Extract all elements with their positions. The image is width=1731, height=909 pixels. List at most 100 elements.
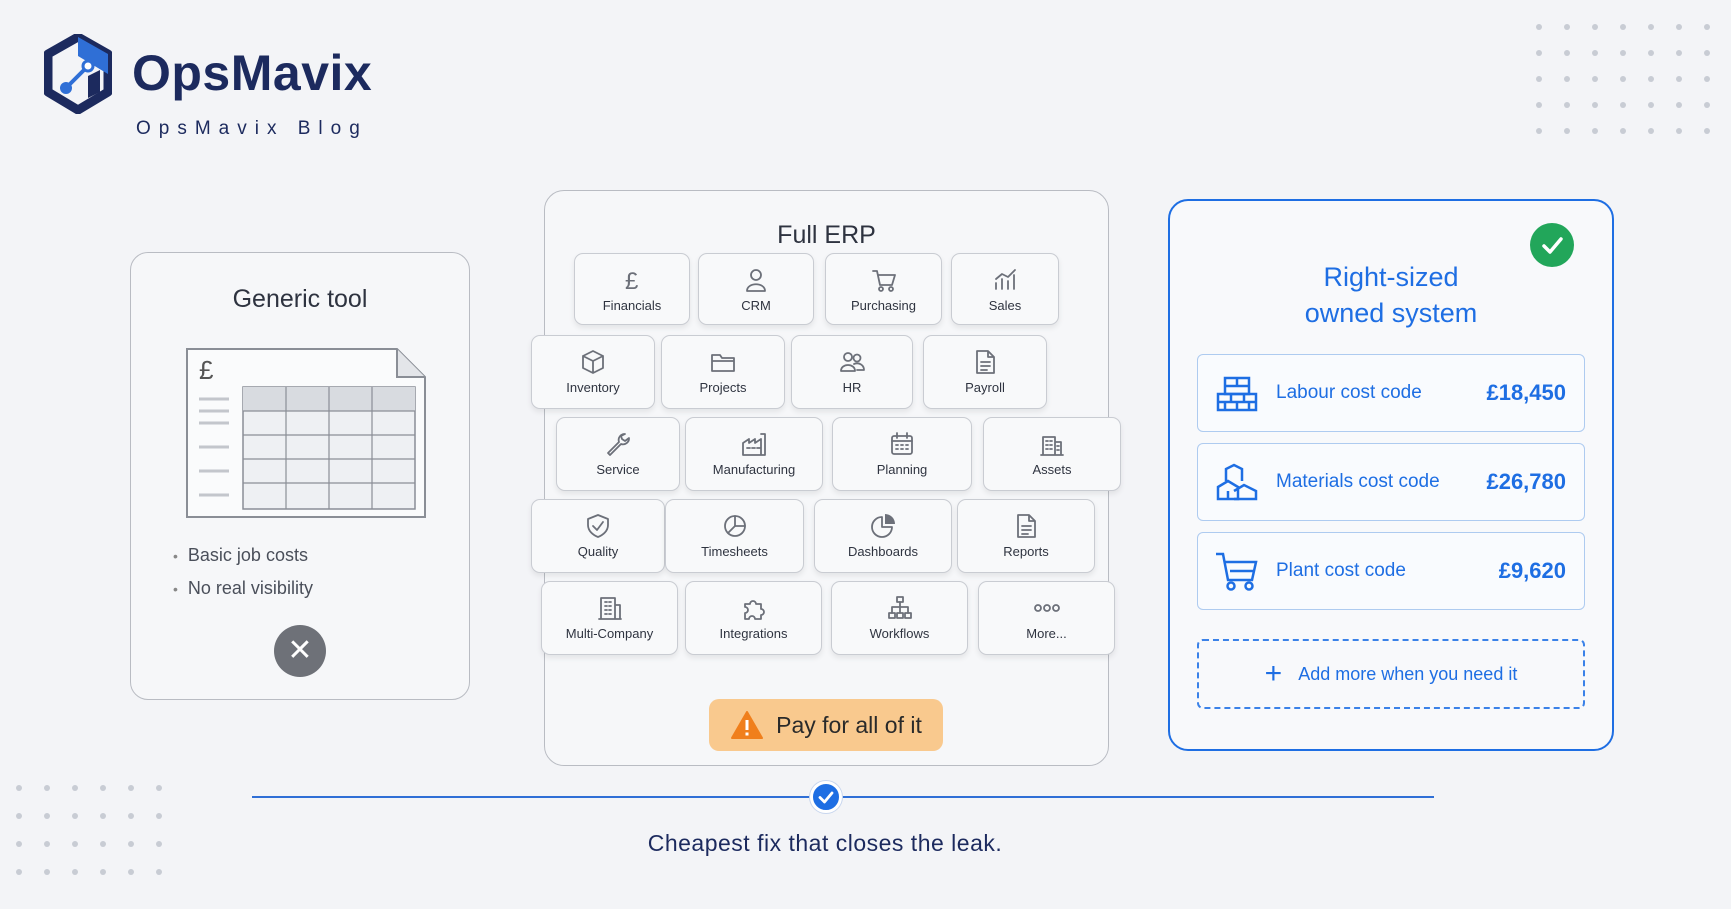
box-icon <box>579 348 607 376</box>
decorative-dot <box>1564 128 1570 134</box>
decorative-dot <box>1536 24 1542 30</box>
module-label: Assets <box>1032 462 1072 477</box>
decorative-dot <box>128 869 134 875</box>
module-label: Financials <box>602 298 662 313</box>
decorative-dot <box>1564 24 1570 30</box>
bullet-item: Basic job costs <box>173 545 313 566</box>
decorative-dot <box>1704 102 1710 108</box>
cost-row-materials: Materials cost code £26,780 <box>1197 443 1585 521</box>
ellipsis-icon <box>1033 594 1061 622</box>
decorative-dot <box>16 785 22 791</box>
decorative-dot <box>156 813 162 819</box>
trolley-icon <box>1216 552 1258 591</box>
decorative-dot <box>1704 128 1710 134</box>
decorative-dot <box>1536 128 1542 134</box>
bricks-icon <box>1216 376 1258 412</box>
decorative-dot <box>16 841 22 847</box>
decorative-dot <box>1564 76 1570 82</box>
decorative-dot <box>1592 128 1598 134</box>
brand: OpsMavix OpsMavix Blog <box>44 34 404 144</box>
decorative-dot <box>1648 128 1654 134</box>
module-tile-reports: Reports <box>957 499 1095 573</box>
decorative-dot <box>1536 102 1542 108</box>
warning-text: Pay for all of it <box>776 711 922 738</box>
decorative-dot <box>44 841 50 847</box>
module-tile-assets: Assets <box>983 417 1121 491</box>
decorative-dot <box>128 813 134 819</box>
decorative-dot <box>1592 24 1598 30</box>
bar-chart-icon <box>991 266 1019 294</box>
cart-icon <box>870 266 898 294</box>
decorative-dot <box>16 869 22 875</box>
module-label: Quality <box>577 544 619 559</box>
clock-pie-icon <box>721 512 749 540</box>
brand-name: OpsMavix <box>132 45 373 101</box>
decorative-dot <box>44 785 50 791</box>
add-more-label: Add more when you need it <box>1298 663 1518 684</box>
decorative-dot <box>100 813 106 819</box>
hierarchy-icon <box>886 594 914 622</box>
cost-row-labour: Labour cost code £18,450 <box>1197 354 1585 432</box>
module-label: Sales <box>988 298 1022 313</box>
hexagon-network-logo-icon <box>44 34 112 114</box>
decorative-dot <box>1648 102 1654 108</box>
shield-icon <box>584 512 612 540</box>
decorative-dot <box>1620 50 1626 56</box>
pound-icon: £ <box>618 266 646 294</box>
module-label: More... <box>1026 626 1067 641</box>
right-sized-title-line1: Right-sized <box>1323 262 1459 292</box>
cost-code-name: Materials cost code <box>1276 471 1440 492</box>
pay-for-all-warning: Pay for all of it <box>709 699 943 751</box>
module-tile-projects: Projects <box>661 335 785 409</box>
factory-icon <box>740 430 768 458</box>
svg-text:£: £ <box>625 268 638 293</box>
decorative-dot <box>16 813 22 819</box>
module-label: Workflows <box>869 626 930 641</box>
folder-icon <box>709 348 737 376</box>
decorative-dot <box>156 869 162 875</box>
office-icon <box>596 594 624 622</box>
decorative-dot <box>1620 24 1626 30</box>
report-icon <box>1012 512 1040 540</box>
decorative-dot <box>100 869 106 875</box>
person-icon <box>742 266 770 294</box>
module-tile-purchasing: Purchasing <box>825 253 942 325</box>
module-label: HR <box>842 380 862 395</box>
decorative-dot <box>44 869 50 875</box>
people-icon <box>838 348 866 376</box>
decorative-dot <box>72 813 78 819</box>
wrench-icon <box>604 430 632 458</box>
document-icon <box>971 348 999 376</box>
cost-code-amount: £18,450 <box>1486 380 1566 405</box>
plus-icon: + <box>1264 657 1283 690</box>
decorative-dots-top-right <box>1536 24 1710 134</box>
module-tile-quality: Quality <box>531 499 665 573</box>
module-tile-more: More... <box>978 581 1115 655</box>
module-tile-financials: £ Financials <box>574 253 690 325</box>
module-tile-workflows: Workflows <box>831 581 968 655</box>
module-tile-timesheets: Timesheets <box>665 499 804 573</box>
decorative-dot <box>1536 50 1542 56</box>
full-erp-title: Full ERP <box>777 221 876 249</box>
generic-tool-card: Generic tool £ Basic job costs No real v… <box>130 252 470 700</box>
decorative-dot <box>156 841 162 847</box>
generic-tool-title: Generic tool <box>232 285 368 313</box>
module-label: Planning <box>876 462 928 477</box>
decorative-dot <box>1564 50 1570 56</box>
decorative-dot <box>1704 50 1710 56</box>
module-tile-manufacturing: Manufacturing <box>685 417 823 491</box>
decorative-dots-bottom-left <box>16 785 162 875</box>
module-label: Reports <box>1003 544 1049 559</box>
module-tile-multi-company: Multi-Company <box>541 581 678 655</box>
decorative-dot <box>72 785 78 791</box>
decorative-dot <box>1676 76 1682 82</box>
add-more-button[interactable]: + Add more when you need it <box>1197 639 1585 709</box>
decorative-dot <box>1648 76 1654 82</box>
check-icon <box>810 781 842 813</box>
decorative-dot <box>1536 76 1542 82</box>
materials-icon <box>1216 463 1258 501</box>
warning-icon <box>731 711 764 739</box>
bullet-item: No real visibility <box>173 578 313 599</box>
decorative-dot <box>1620 102 1626 108</box>
